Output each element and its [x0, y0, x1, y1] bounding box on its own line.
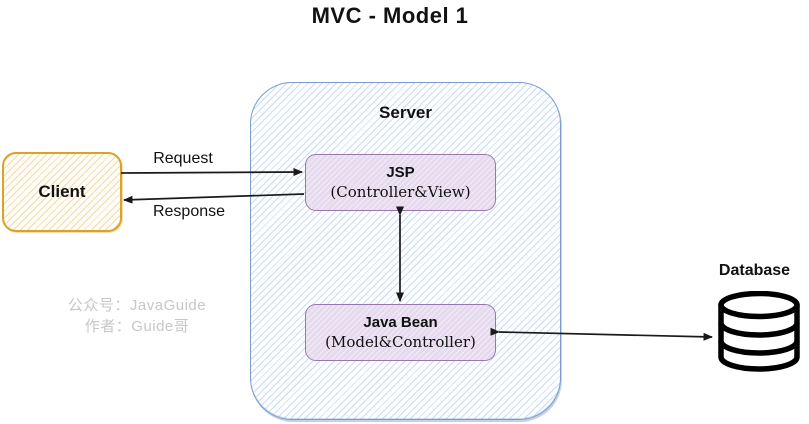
client-box: Client	[2, 152, 122, 232]
javabean-subtitle: (Model&Controller)	[325, 332, 476, 351]
javabean-box: Java Bean (Model&Controller)	[305, 304, 496, 361]
client-label: Client	[38, 182, 86, 201]
database-label: Database	[718, 262, 791, 279]
database-icon	[718, 291, 800, 372]
diagram-title: MVC - Model 1	[311, 3, 469, 28]
watermark-line2: 作者：Guide哥	[84, 318, 190, 335]
request-label: Request	[153, 150, 213, 167]
server-label: Server	[379, 103, 432, 122]
jsp-label: JSP	[386, 163, 415, 181]
jsp-box: JSP (Controller&View)	[305, 154, 496, 211]
javabean-label: Java Bean	[363, 313, 438, 331]
server-box: Server	[250, 82, 561, 420]
watermark-line1: 公众号：JavaGuide	[67, 297, 207, 314]
watermark: 公众号：JavaGuide 作者：Guide哥	[52, 295, 222, 337]
response-label: Response	[152, 203, 226, 220]
jsp-subtitle: (Controller&View)	[330, 182, 471, 201]
